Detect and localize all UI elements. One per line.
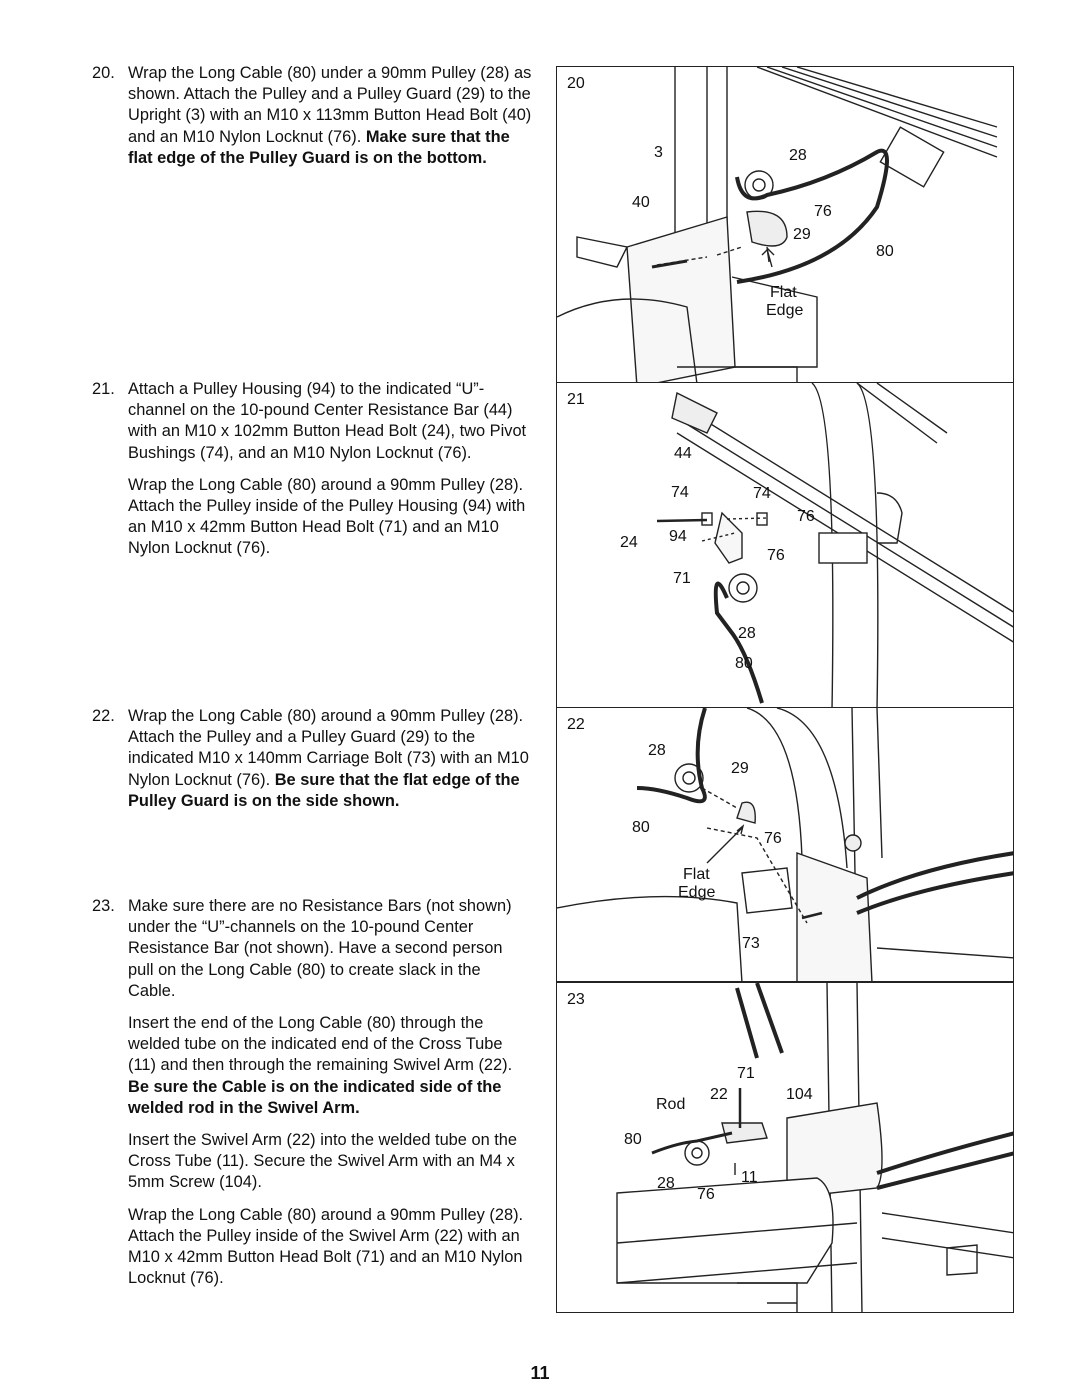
part-label-28: 28	[789, 147, 807, 164]
part-label-76a: 76	[797, 508, 815, 525]
step-paragraph: Wrap the Long Cable (80) around a 90mm P…	[128, 707, 529, 810]
part-label-44: 44	[674, 445, 692, 462]
figure-23: 23 71 Rod 22 104 80 28 76 11	[556, 982, 1014, 1313]
figure-number: 23	[567, 991, 585, 1008]
figure-21: 21 44 74 74 76 24 94 76 71 28 80	[556, 382, 1014, 709]
figure-number: 21	[567, 391, 585, 408]
part-label-76: 76	[764, 830, 782, 847]
part-label-71: 71	[673, 570, 691, 587]
part-label-76: 76	[697, 1186, 715, 1203]
page-number: 11	[530, 1363, 550, 1383]
figure-20: 20 3 28 40 76 29 80 Flat Edge	[556, 66, 1014, 383]
figure-21-illustration	[656, 383, 1013, 708]
part-label-80: 80	[735, 655, 753, 672]
step-paragraph: Wrap the Long Cable (80) around a 90mm P…	[128, 1205, 524, 1288]
part-label-29: 29	[731, 760, 749, 777]
part-label-104: 104	[786, 1086, 813, 1103]
part-label-74b: 74	[753, 485, 771, 502]
part-label-40: 40	[632, 194, 650, 211]
part-label-80: 80	[876, 243, 894, 260]
step-22: 22. Wrap the Long Cable (80) around a 90…	[92, 706, 532, 823]
step-number: 21.	[92, 380, 115, 398]
step-number: 20.	[92, 64, 115, 82]
step-21: 21. Attach a Pulley Housing (94) to the …	[92, 379, 532, 571]
part-label-28: 28	[648, 742, 666, 759]
step-paragraph: Make sure there are no Resistance Bars (…	[128, 897, 512, 1000]
step-number: 23.	[92, 897, 115, 915]
figure-20-illustration	[557, 67, 998, 382]
figure-22-illustration	[557, 708, 1013, 981]
flat-label: Flat	[770, 284, 797, 301]
part-label-24: 24	[620, 534, 638, 551]
part-label-80: 80	[624, 1131, 642, 1148]
part-label-28: 28	[738, 625, 756, 642]
flat-label: Flat	[683, 866, 710, 883]
part-label-71: 71	[737, 1065, 755, 1082]
figure-number: 22	[567, 716, 585, 733]
step-paragraph: Insert the end of the Long Cable (80) th…	[128, 1014, 513, 1117]
part-label-11: 11	[741, 1169, 758, 1186]
step-paragraph: Insert the Swivel Arm (22) into the weld…	[128, 1131, 518, 1192]
part-label-22: 22	[710, 1086, 728, 1103]
part-label-76b: 76	[767, 547, 785, 564]
step-paragraph: Attach a Pulley Housing (94) to the indi…	[128, 380, 527, 462]
part-label-94: 94	[669, 528, 687, 545]
part-label-80: 80	[632, 819, 650, 836]
figure-23-illustration	[616, 983, 1013, 1312]
step-paragraph: Wrap the Long Cable (80) around a 90mm P…	[128, 475, 526, 558]
figure-22: 22 28 29 80 76 Flat Edge 73	[556, 707, 1014, 982]
step-23: 23. Make sure there are no Resistance Ba…	[92, 896, 532, 1300]
part-label-3: 3	[654, 144, 663, 161]
part-label-74a: 74	[671, 484, 689, 501]
figure-number: 20	[567, 75, 585, 92]
step-number: 22.	[92, 707, 115, 725]
step-paragraph: Wrap the Long Cable (80) under a 90mm Pu…	[128, 64, 532, 167]
rod-label: Rod	[656, 1096, 686, 1113]
edge-label: Edge	[678, 884, 716, 901]
edge-label: Edge	[766, 302, 804, 319]
part-label-73: 73	[742, 935, 760, 952]
part-label-76: 76	[814, 203, 832, 220]
step-20: 20. Wrap the Long Cable (80) under a 90m…	[92, 63, 532, 180]
part-label-29: 29	[793, 226, 811, 243]
part-label-28: 28	[657, 1175, 675, 1192]
